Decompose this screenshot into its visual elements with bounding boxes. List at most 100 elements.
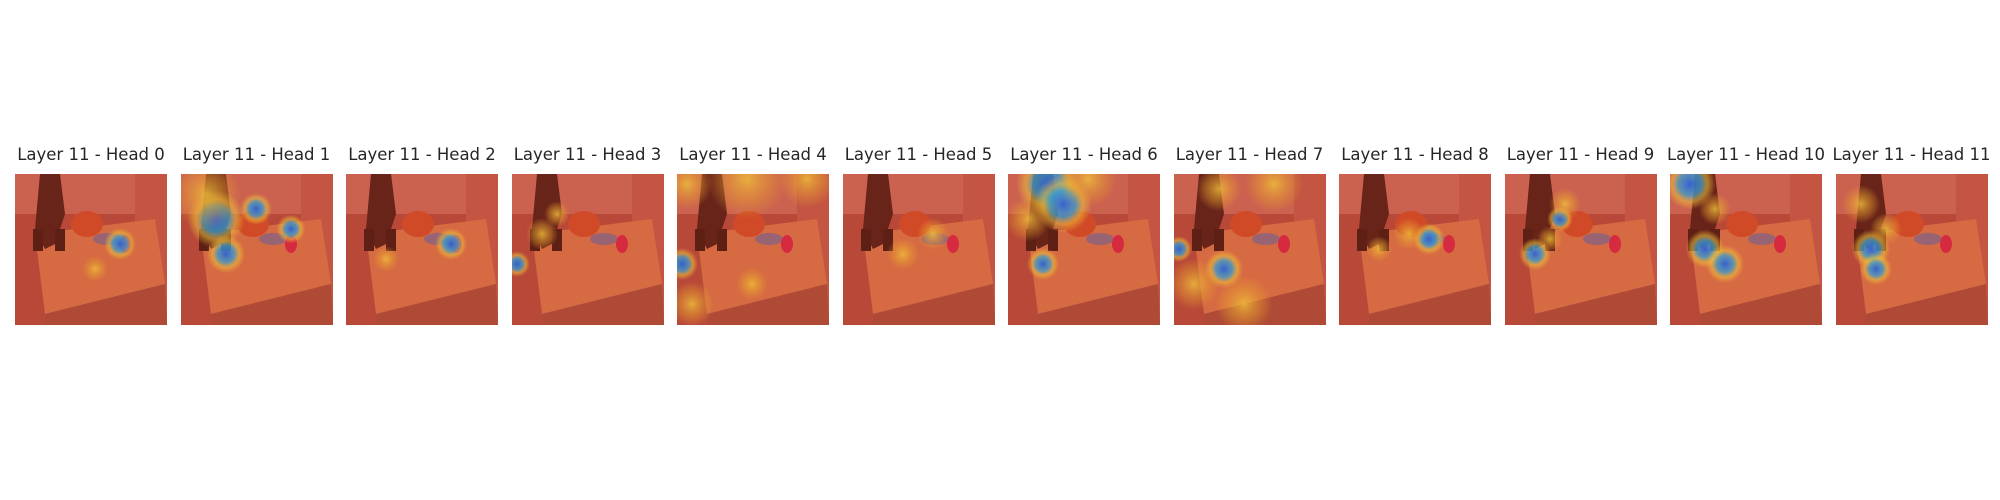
panel-title: Layer 11 - Head 7 bbox=[1175, 145, 1324, 164]
panel-title: Layer 11 - Head 2 bbox=[348, 145, 496, 164]
attention-hotspot bbox=[435, 228, 467, 260]
attention-warm-region bbox=[525, 218, 558, 250]
attention-warm-region bbox=[1869, 213, 1902, 245]
attention-heatmap-image bbox=[677, 174, 829, 325]
robot-gripper-left bbox=[364, 229, 374, 251]
attention-hotspot bbox=[104, 228, 136, 260]
panel-title: Layer 11 - Head 9 bbox=[1506, 145, 1655, 164]
attention-heatmap-image bbox=[1339, 174, 1491, 325]
scene-plate bbox=[755, 233, 783, 245]
scene-table-front bbox=[707, 284, 829, 325]
panel-title: Layer 11 - Head 4 bbox=[679, 145, 827, 164]
panel-title: Layer 11 - Head 5 bbox=[844, 145, 993, 164]
robot-gripper-right bbox=[55, 229, 65, 251]
attention-warm-region bbox=[373, 246, 399, 272]
scene-table bbox=[531, 219, 662, 314]
scene-plate bbox=[1748, 233, 1776, 245]
scene-table-front bbox=[1865, 284, 1988, 325]
heat-overlay bbox=[511, 174, 664, 325]
attention-hotspot bbox=[1173, 236, 1192, 262]
scene-table-front bbox=[872, 284, 995, 325]
attention-hotspot bbox=[206, 234, 245, 274]
attention-hotspot bbox=[1027, 248, 1059, 280]
scene-plate bbox=[589, 233, 618, 245]
attention-heatmap-image bbox=[1835, 174, 1988, 325]
robot-gripper-left bbox=[695, 229, 705, 251]
attention-heatmap-image bbox=[1504, 174, 1657, 325]
scene-table bbox=[697, 219, 827, 314]
scene-cup bbox=[1774, 235, 1786, 253]
scene-plate bbox=[1086, 233, 1114, 245]
robot-gripper-right bbox=[717, 229, 727, 251]
robot-gripper-right bbox=[882, 229, 893, 251]
robot-gripper-right bbox=[1048, 229, 1058, 251]
attention-heatmap-image bbox=[1173, 174, 1326, 325]
robot-gripper-left bbox=[860, 229, 871, 251]
scene-table-front bbox=[1534, 284, 1657, 325]
scene-table-front bbox=[376, 284, 498, 325]
robot-gripper-left bbox=[1357, 229, 1367, 251]
attention-warm-region bbox=[677, 174, 713, 210]
attention-warm-region bbox=[916, 218, 949, 250]
panel-title: Layer 11 - Head 3 bbox=[513, 145, 662, 164]
attention-warm-region bbox=[1393, 218, 1425, 250]
attention-warm-region bbox=[886, 238, 919, 270]
attention-warm-region bbox=[180, 174, 241, 230]
attention-heatmap-image bbox=[842, 174, 995, 325]
scene-table-front bbox=[45, 284, 167, 325]
heat-overlay bbox=[346, 174, 498, 325]
heat-overlay bbox=[1339, 174, 1491, 325]
panel-title: Layer 11 - Head 11 bbox=[1832, 145, 1991, 164]
attention-warm-region bbox=[1548, 188, 1581, 220]
attention-heatmap-image bbox=[511, 174, 664, 325]
heat-overlay bbox=[842, 174, 995, 325]
attention-warm-region bbox=[1366, 236, 1392, 262]
scene-table bbox=[1028, 219, 1158, 314]
scene-cup bbox=[1608, 235, 1621, 253]
attention-warm-region bbox=[1244, 174, 1303, 213]
scene-table-front bbox=[210, 284, 333, 325]
panel-title: Layer 11 - Head 6 bbox=[1010, 145, 1158, 164]
attention-warm-region bbox=[1196, 174, 1241, 212]
panel-title: Layer 11 - Head 1 bbox=[182, 145, 331, 164]
scene-plate bbox=[1251, 233, 1280, 245]
scene-cup bbox=[615, 235, 628, 253]
attention-hotspot bbox=[1705, 244, 1745, 284]
heat-overlay bbox=[15, 174, 167, 325]
attention-heatmap-image bbox=[15, 174, 167, 325]
scene-plate bbox=[1913, 233, 1942, 245]
scene-pot bbox=[402, 211, 434, 237]
attention-hotspot bbox=[677, 248, 698, 280]
attention-warm-region bbox=[707, 174, 787, 219]
attention-hotspot bbox=[239, 193, 272, 225]
panel-title: Layer 11 - Head 8 bbox=[1341, 145, 1489, 164]
panel-title: Layer 11 - Head 10 bbox=[1666, 145, 1826, 164]
scene-table-front bbox=[1038, 284, 1160, 325]
scene-cup bbox=[1277, 235, 1290, 253]
attention-warm-region bbox=[1214, 275, 1273, 325]
scene-table bbox=[1359, 219, 1489, 314]
scene-pot bbox=[1726, 211, 1758, 237]
attention-hotspot bbox=[1859, 253, 1892, 285]
scene-plate bbox=[1582, 233, 1611, 245]
scene-cup bbox=[1112, 235, 1124, 253]
scene-pot bbox=[567, 211, 600, 237]
robot-gripper-left bbox=[1191, 229, 1202, 251]
scene-pot bbox=[1229, 211, 1262, 237]
robot-gripper-left bbox=[33, 229, 43, 251]
attention-heatmap-image bbox=[1670, 174, 1822, 325]
attention-warm-region bbox=[1059, 174, 1117, 208]
attention-warm-region bbox=[677, 281, 715, 325]
attention-hotspot bbox=[511, 251, 530, 277]
scene-cup bbox=[1939, 235, 1952, 253]
scene-table-front bbox=[1369, 284, 1491, 325]
attention-warm-region bbox=[1536, 226, 1563, 252]
panel-title: Layer 11 - Head 0 bbox=[17, 145, 165, 164]
attention-heatmap-image bbox=[346, 174, 498, 325]
robot-gripper-right bbox=[1213, 229, 1224, 251]
attention-warm-region bbox=[1008, 196, 1051, 242]
attention-warm-region bbox=[1173, 258, 1220, 310]
attention-warm-region bbox=[778, 174, 829, 208]
attention-hotspot bbox=[276, 214, 305, 244]
